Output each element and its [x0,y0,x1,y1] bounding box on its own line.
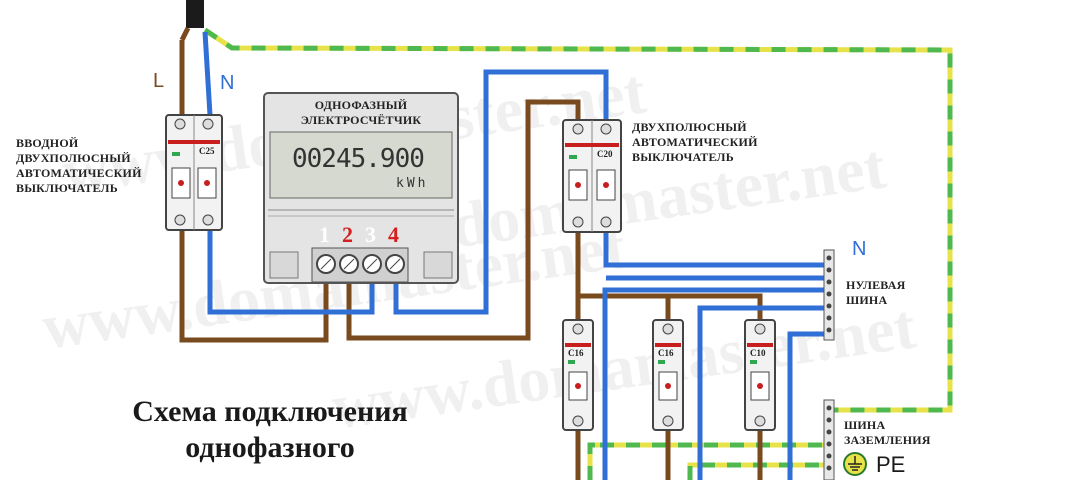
group-breaker-2[interactable] [652,319,684,431]
group-breaker-1[interactable] [562,319,594,431]
ground-symbol-icon [843,452,867,476]
ground-wire [203,27,953,480]
terminal-2-label: 2 [342,222,353,247]
main-breaker-label: ДВУХПОЛЮСНЫЙ АВТОМАТИЧЕСКИЙ ВЫКЛЮЧАТЕЛЬ [632,120,758,164]
main-breaker-rating: C20 [597,149,613,159]
group-breaker-3-rating: C10 [750,348,766,358]
electricity-meter [263,92,459,284]
group-breaker-1-rating: C16 [568,348,584,358]
neutral-bus [823,249,835,341]
neutral-bus-label: НУЛЕВАЯ ШИНА [846,278,906,307]
neutral-label: N [220,72,235,94]
neutral-wire [202,31,826,480]
meter-reading: 00245.900 [292,144,425,174]
input-cable [186,0,204,28]
terminal-4-label: 4 [388,222,399,247]
ground-bus-symbol: PE [876,452,906,477]
input-breaker[interactable] [165,114,223,231]
terminal-3-label: 3 [365,222,376,247]
ground-bus [823,399,835,480]
main-breaker[interactable] [562,119,622,233]
phase-label: L [153,70,165,92]
input-breaker-rating: C25 [199,146,215,156]
terminal-1-label: 1 [319,222,330,247]
neutral-bus-symbol: N [852,238,867,260]
meter-terminal-block [316,254,405,274]
input-breaker-label: ВВОДНОЙ ДВУХПОЛЮСНЫЙ АВТОМАТИЧЕСКИЙ ВЫКЛ… [16,136,142,195]
group-breaker-3[interactable] [744,319,776,431]
meter-unit: kWh [396,176,429,191]
meter-label: ОДНОФАЗНЫЙ ЭЛЕКТРОСЧЁТЧИК [300,98,422,127]
diagram-title: Схема подключения однофазного [132,395,408,464]
ground-bus-label: ШИНА ЗАЗЕМЛЕНИЯ [844,418,931,447]
group-breaker-2-rating: C16 [658,348,674,358]
